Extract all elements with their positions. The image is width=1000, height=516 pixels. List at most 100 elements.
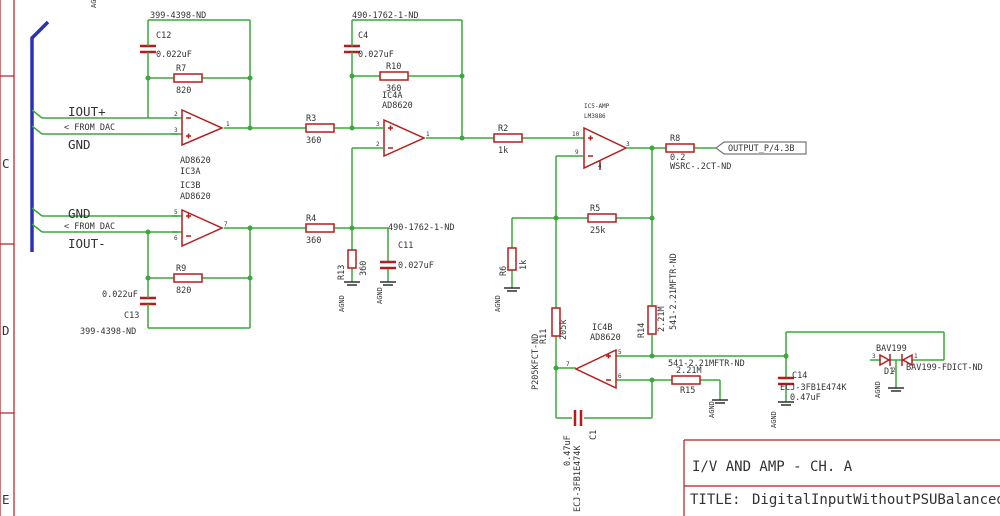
frame-row-label-d: D xyxy=(2,323,10,338)
ic4a-pin-2: 2 xyxy=(376,141,380,148)
r5-name: R5 xyxy=(590,204,600,214)
resistor-r13: R13 360 xyxy=(337,249,369,280)
net-label-iout-plus: IOUT+ xyxy=(68,104,106,119)
r14-part-label-lower: 541-2.21MFTR-ND xyxy=(668,359,745,369)
r14-value: 2.21M xyxy=(657,306,667,332)
ic3a-name: IC3A xyxy=(180,167,200,177)
c14-name: C14 xyxy=(792,371,807,381)
r3-value: 360 xyxy=(306,136,321,146)
resistor-r10: R10 360 xyxy=(379,62,409,94)
ic4b-pin-6: 6 xyxy=(618,373,622,380)
frame-corner-label: AG xyxy=(90,0,98,8)
ic4a-name: IC4A xyxy=(382,91,402,101)
ic5-output-and-feedback xyxy=(511,145,716,356)
net-label-from-dac-2: < FROM DAC xyxy=(64,222,115,232)
r8-name: R8 xyxy=(670,134,680,144)
ic5-pin-9: 9 xyxy=(575,149,579,156)
agnd-label-r15: AGND xyxy=(708,401,716,418)
ic4b-pin-5: 5 xyxy=(618,349,622,356)
c12-name: C12 xyxy=(156,31,171,41)
r2-value: 1k xyxy=(498,146,508,156)
ic3a-pin-1: 1 xyxy=(226,121,230,128)
ic3a-feedback-wires xyxy=(145,19,306,131)
r8-part: WSRC-.2CT-ND xyxy=(670,162,731,172)
sheet-title: I/V AND AMP - CH. A xyxy=(692,459,853,475)
ic3b-pin-7: 7 xyxy=(224,221,228,228)
r10-value: 360 xyxy=(386,84,401,94)
resistor-r8: R8 0.2 WSRC-.2CT-ND xyxy=(665,134,731,172)
ic5-name: IC5-AMP xyxy=(584,103,610,110)
c12-part: 399-4398-ND xyxy=(150,11,206,21)
output-port-label: OUTPUT_P/4.3B xyxy=(728,144,795,154)
frame-row-label-e: E xyxy=(2,492,10,507)
document-title: DigitalInputWithoutPSUBalanced xyxy=(752,492,1000,508)
ic4a-feedback-wires xyxy=(349,19,494,141)
ic3b-name: IC3B xyxy=(180,181,200,191)
resistor-r4: R4 360 xyxy=(305,214,335,246)
c13-name: C13 xyxy=(124,311,139,321)
c4-name: C4 xyxy=(358,31,368,41)
capacitor-c1: C1 0.47uF ECJ-3FB1E474K xyxy=(563,410,599,512)
c4-part: 490-1762-1-ND xyxy=(352,11,419,21)
opamp-ic3b: 5 6 7 IC3B AD8620 xyxy=(172,181,228,248)
ic3b-pin-6: 6 xyxy=(174,235,178,242)
r15-part: 541-2.21MFTR-ND xyxy=(668,359,745,369)
resistor-r6: R6 1k AGND xyxy=(494,247,529,312)
ic4a-pin-3: 3 xyxy=(376,121,380,128)
c13-value: 0.022uF xyxy=(102,290,138,300)
r15-value: 2.21M xyxy=(676,366,702,376)
ic4b-type: AD8620 xyxy=(590,333,621,343)
r15-name: R15 xyxy=(680,386,695,396)
ic3a-type: AD8620 xyxy=(180,156,211,166)
opamp-ic4b: 5 6 7 IC4B AD8620 xyxy=(566,323,622,390)
c14-value: 0.47uF xyxy=(790,393,821,403)
input-nets: IOUT+ < FROM DAC GND GND < FROM DAC IOUT… xyxy=(42,104,178,251)
r9-value: 820 xyxy=(176,286,191,296)
d1-pin-3: 3 xyxy=(872,353,876,360)
ic3a-pin-3: 3 xyxy=(174,127,178,134)
ic5-type: LM3886 xyxy=(584,113,606,120)
ic5-pin-3: 3 xyxy=(626,141,630,148)
r3-r4-nets xyxy=(334,125,389,282)
title-label: TITLE: xyxy=(690,492,741,508)
ic5-pin-10: 10 xyxy=(572,131,580,138)
sheet-frame: C D E AG xyxy=(0,0,98,516)
r13-value: 360 xyxy=(359,261,369,276)
r7-name: R7 xyxy=(176,64,186,74)
r13-name: R13 xyxy=(337,265,347,280)
agnd-label-c14: AGND xyxy=(770,411,778,428)
c11-value: 0.027uF xyxy=(398,261,434,271)
ic4a-pin-1: 1 xyxy=(426,131,430,138)
agnd-label-r6: AGND xyxy=(494,295,502,312)
resistor-r11: R11 205k P205KFCT-ND xyxy=(531,307,569,390)
c13-part: 399-4398-ND xyxy=(80,327,136,337)
r4-value: 360 xyxy=(306,236,321,246)
r9-name: R9 xyxy=(176,264,186,274)
c1-value: 0.47uF xyxy=(563,435,573,466)
agnd-label-d1: AGND xyxy=(874,381,882,398)
d1-part: BAV199-FDICT-ND xyxy=(906,363,983,373)
resistor-r15: 2.21M R15 AGND xyxy=(671,366,728,418)
ic4b-name: IC4B xyxy=(592,323,612,333)
c12-value: 0.022uF xyxy=(156,50,192,60)
capacitor-c13: 0.022uF C13 399-4398-ND xyxy=(80,290,156,337)
d1-pin-1: 1 xyxy=(914,353,918,360)
opamp-ic5: 10 9 3 4 IC5-AMP LM3886 xyxy=(572,103,630,170)
c11-name: C11 xyxy=(398,241,413,251)
d1-pin-2: 2 xyxy=(892,367,896,374)
r2-name: R2 xyxy=(498,124,508,134)
input-bus xyxy=(30,20,50,252)
diode-d1: 3 1 2 BAV199 D1 BAV199-FDICT-ND AGND xyxy=(872,344,983,398)
r7-value: 820 xyxy=(176,86,191,96)
r8-value: 0.2 xyxy=(670,153,685,163)
resistor-r7: R7 820 xyxy=(173,64,203,96)
resistor-r5: R5 25k xyxy=(587,204,617,236)
capacitor-c4: 490-1762-1-ND C4 0.027uF xyxy=(344,11,419,60)
r14-part: 541-2.21MFTR-ND xyxy=(669,253,679,330)
resistor-r14: R14 2.21M 541-2.21MFTR-ND xyxy=(637,253,679,338)
capacitor-c14: C14 ECJ-3FB1E474K 0.47uF AGND xyxy=(770,371,847,428)
capacitor-c11: 490-1762-1-ND C11 0.027uF xyxy=(380,223,455,271)
r6-value: 1k xyxy=(519,260,529,270)
net-label-iout-minus: IOUT- xyxy=(68,236,106,251)
